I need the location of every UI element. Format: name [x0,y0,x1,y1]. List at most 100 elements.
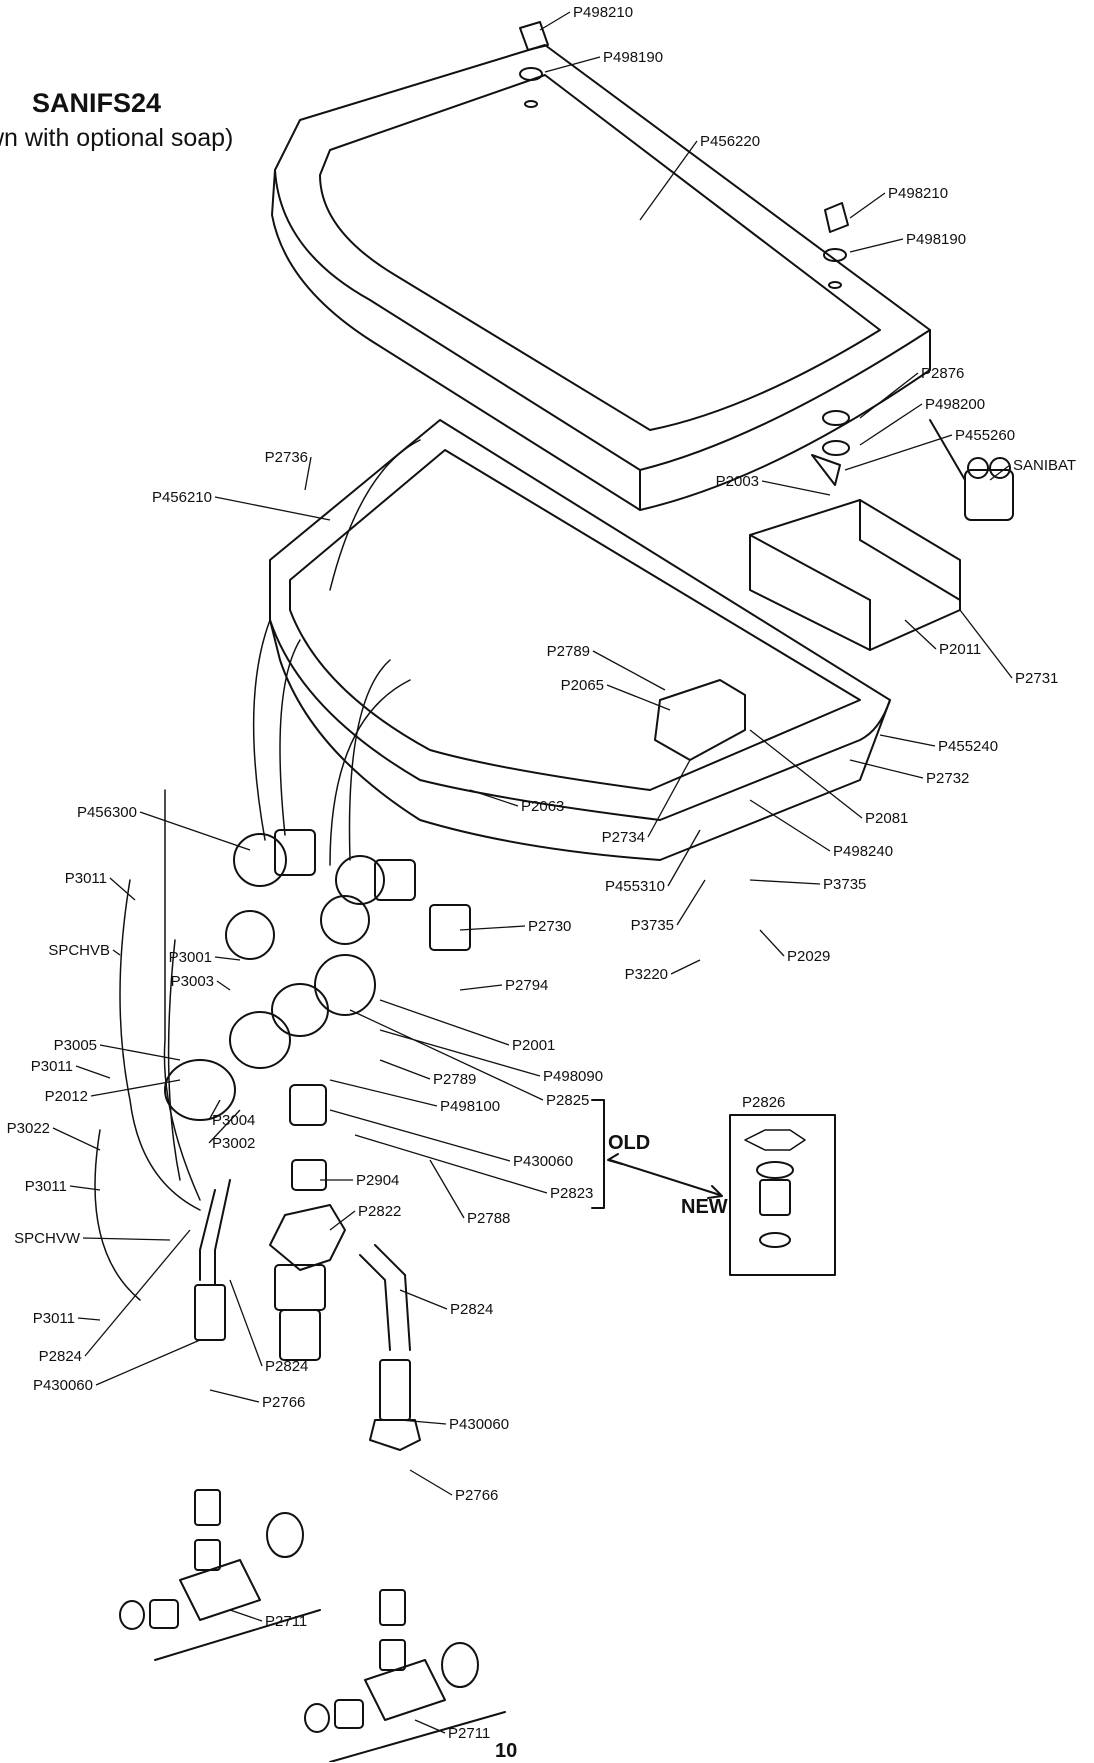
part-label-p2736: P2736 [265,449,308,466]
leader-line [304,456,312,491]
part-label-p498100: P498100 [440,1098,500,1115]
leader-line [469,789,519,807]
part-label-p2001: P2001 [512,1037,555,1054]
part-label-p498240: P498240 [833,843,893,860]
base-tray-drawing [269,419,891,861]
leader-line [749,799,831,852]
leader-line [214,496,331,521]
sensor-module-drawing [654,679,746,761]
part-label-p2824: P2824 [265,1358,308,1375]
part-label-p2731: P2731 [1015,670,1058,687]
leader-line [84,1229,191,1357]
leader-line [670,959,701,975]
part-label-p2822: P2822 [358,1203,401,1220]
part-label-p2789: P2789 [547,643,590,660]
leader-line [69,1185,101,1191]
leader-line [109,877,136,901]
part-label-p430060: P430060 [33,1377,93,1394]
leader-line [647,759,691,838]
leader-line [459,925,526,931]
part-label-p2063: P2063 [521,798,564,815]
part-label-p498090: P498090 [543,1068,603,1085]
leader-line [208,1109,241,1144]
part-label-p2789: P2789 [433,1071,476,1088]
leader-line [761,480,831,496]
part-label-p3004: P3004 [212,1112,255,1129]
leader-line [429,1159,465,1219]
control-box-drawing [749,499,961,651]
part-label-p2876: P2876 [921,365,964,382]
part-label-p2904: P2904 [356,1172,399,1189]
leader-line [99,1044,181,1061]
leader-line [229,1609,263,1622]
leader-line [859,372,919,419]
old-label: OLD [608,1132,651,1154]
part-label-p2711: P2711 [265,1613,307,1630]
battery-pack-drawing [929,419,1014,521]
part-label-p430060: P430060 [513,1153,573,1170]
part-label-p3011: P3011 [33,1310,75,1327]
leader-line [606,684,671,711]
part-label-p455260: P455260 [955,427,1015,444]
part-label-p2029: P2029 [787,948,830,965]
part-label-p2081: P2081 [865,810,908,827]
kit-heading: P2826 [742,1094,786,1111]
part-label-p2730: P2730 [528,918,571,935]
part-label-p498190: P498190 [603,49,663,66]
manifold-drawing [164,954,376,1361]
kit-box-drawing [591,1099,836,1276]
leader-line [459,984,503,991]
page-number: 10 [495,1740,518,1762]
part-label-p3735: P3735 [631,917,674,934]
leader-line [139,811,251,851]
leader-line [379,999,510,1046]
part-label-p2825: P2825 [546,1092,589,1109]
part-label-p3011: P3011 [25,1178,67,1195]
leader-line [844,434,953,471]
part-label-p3002: P3002 [212,1135,255,1152]
part-label-p3001: P3001 [169,949,212,966]
leader-line [749,729,863,819]
leader-line [959,609,1013,679]
part-label-p2766: P2766 [262,1394,305,1411]
lid-cover-drawing [271,44,931,511]
part-label-p2788: P2788 [467,1210,510,1227]
part-label-p3011: P3011 [65,870,107,887]
part-label-p2012: P2012 [45,1088,88,1105]
part-label-p3005: P3005 [54,1037,97,1054]
leader-line [52,1127,101,1151]
part-label-p455310: P455310 [605,878,665,895]
leader-line [676,879,706,926]
part-label-p3220: P3220 [625,966,668,983]
leader-line [859,403,923,446]
leader-line [849,238,904,253]
part-label-spchvb: SPCHVB [48,942,110,959]
leader-line [354,1134,548,1194]
part-label-p3022: P3022 [7,1120,50,1137]
part-label-p3735: P3735 [823,876,866,893]
leader-line [989,464,1011,481]
clip-part-icon-2 [824,202,849,233]
leader-line [229,1279,263,1367]
flex-hoses-drawing [194,1179,421,1451]
part-label-p2011: P2011 [939,641,981,658]
leader-line [639,140,698,221]
leader-line [409,1469,453,1496]
page-title: SANIFS24 [32,88,162,118]
part-label-p3011: P3011 [31,1058,73,1075]
leader-line [90,1079,181,1097]
leader-line [75,1065,111,1079]
part-label-p2824: P2824 [450,1301,493,1318]
part-label-p498190: P498190 [906,231,966,248]
part-label-sanibat: SANIBAT [1013,457,1076,474]
leader-line [879,734,936,747]
part-label-p456210: P456210 [152,489,212,506]
part-label-spchvw: SPCHVW [14,1230,81,1247]
leader-line [399,1289,448,1310]
leader-line [904,619,937,650]
part-label-p3003: P3003 [171,973,214,990]
part-label-p2823: P2823 [550,1185,593,1202]
leader-line [592,650,666,691]
